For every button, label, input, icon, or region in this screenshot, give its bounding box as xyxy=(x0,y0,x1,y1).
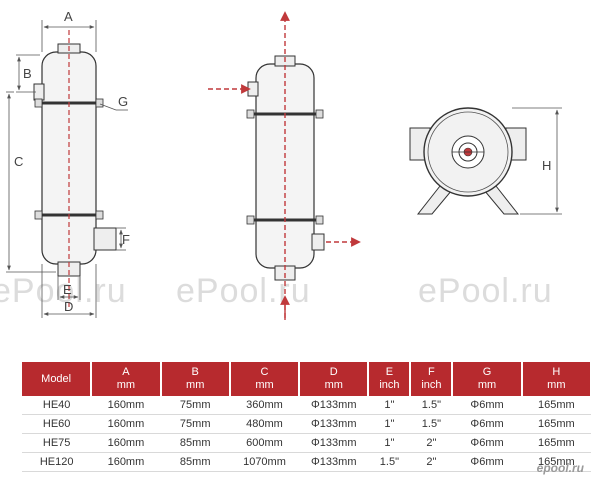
left-bottom-port xyxy=(93,227,117,251)
cell-a: 160mm xyxy=(91,396,161,415)
corner-logo: epool.ru xyxy=(536,461,584,475)
middle-view xyxy=(208,11,361,320)
cell-b: 75mm xyxy=(160,414,230,434)
cell-d: Φ133mm xyxy=(299,452,369,472)
cell-e: 1" xyxy=(368,396,411,415)
cell-g: Φ6mm xyxy=(452,414,522,434)
cell-g: Φ6mm xyxy=(452,452,522,472)
cell-d: Φ133mm xyxy=(299,433,369,453)
dim-label-a: A xyxy=(64,9,73,24)
cell-f: 2" xyxy=(410,433,453,453)
cell-c: 360mm xyxy=(229,396,300,415)
dim-label-f: F xyxy=(122,232,130,247)
cell-c: 480mm xyxy=(229,414,300,434)
cell-a: 160mm xyxy=(91,414,161,434)
cell-b: 75mm xyxy=(160,396,230,415)
right-view: H xyxy=(409,107,562,215)
header-model: Model xyxy=(22,362,93,396)
cell-h: 165mm xyxy=(521,452,591,472)
cell-b: 85mm xyxy=(160,433,230,453)
cell-model: HE60 xyxy=(22,414,92,434)
watermark-right: ePool.ru xyxy=(418,272,553,310)
cell-f: 1.5" xyxy=(410,414,453,434)
dim-label-c: C xyxy=(14,154,23,169)
cell-g: Φ6mm xyxy=(452,433,522,453)
table-row: HE120 160mm 85mm 1070mm Φ133mm 1.5" 2" Φ… xyxy=(22,452,591,472)
cell-a: 160mm xyxy=(91,452,161,472)
cell-c: 600mm xyxy=(229,433,300,453)
cell-b: 85mm xyxy=(160,452,230,472)
dim-label-h: H xyxy=(542,158,551,173)
cell-e: 1" xyxy=(368,433,411,453)
cell-e: 1.5" xyxy=(368,452,411,472)
dim-label-e: E xyxy=(63,282,72,297)
cell-model: HE75 xyxy=(22,433,92,453)
cell-e: 1" xyxy=(368,414,411,434)
middle-inlet-port xyxy=(247,81,259,97)
dim-label-b: B xyxy=(23,66,32,81)
cell-d: Φ133mm xyxy=(299,414,369,434)
dim-label-g: G xyxy=(118,94,128,109)
cell-f: 2" xyxy=(410,452,453,472)
cell-d: Φ133mm xyxy=(299,396,369,415)
heat-exchanger-diagram: ePool.ru ePool.ru ePool.ru A B xyxy=(0,9,562,320)
cell-f: 1.5" xyxy=(410,396,453,415)
cell-model: HE120 xyxy=(22,452,92,472)
table-row: HE40 160mm 75mm 360mm Φ133mm 1" 1.5" Φ6m… xyxy=(22,396,591,415)
left-view: A B C G F E D xyxy=(6,9,130,318)
cell-h: 165mm xyxy=(521,414,591,434)
table-row: HE75 160mm 85mm 600mm Φ133mm 1" 2" Φ6mm … xyxy=(22,433,591,453)
cell-h: 165mm xyxy=(521,396,591,415)
cell-h: 165mm xyxy=(521,433,591,453)
cell-a: 160mm xyxy=(91,433,161,453)
cell-g: Φ6mm xyxy=(452,396,522,415)
table-row: HE60 160mm 75mm 480mm Φ133mm 1" 1.5" Φ6m… xyxy=(22,414,591,434)
dim-label-d: D xyxy=(64,299,73,314)
cell-c: 1070mm xyxy=(229,452,300,472)
cell-model: HE40 xyxy=(22,396,92,415)
watermark-left: ePool.ru xyxy=(0,272,127,310)
middle-outlet-port xyxy=(311,233,325,251)
